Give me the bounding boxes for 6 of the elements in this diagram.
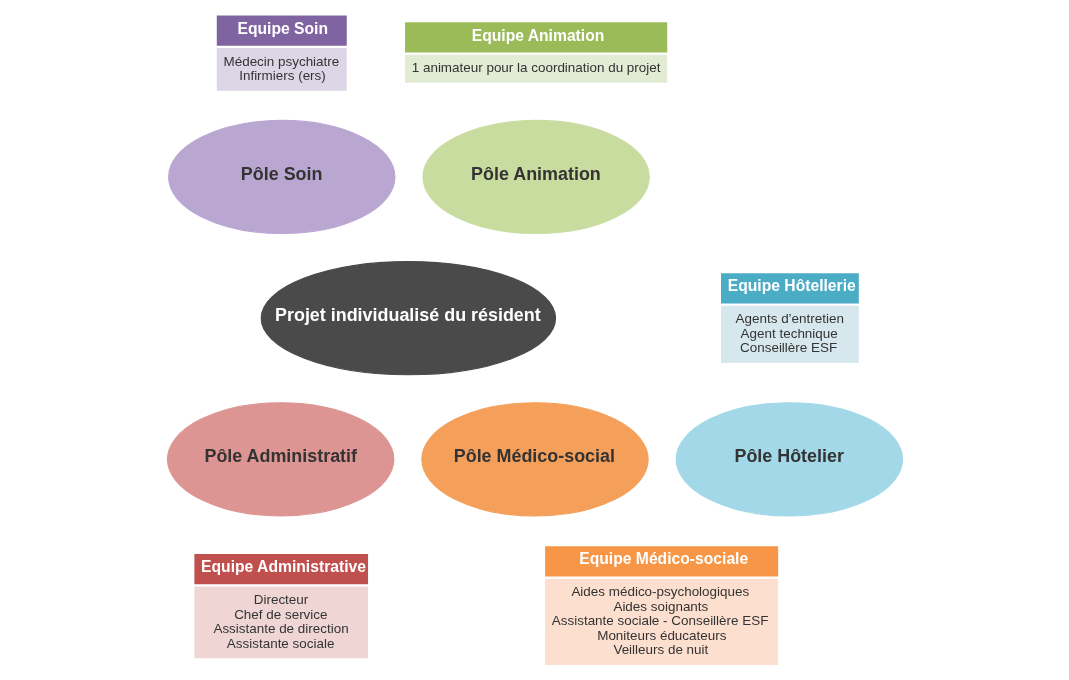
node-ellipse: Pôle Soin [167, 119, 395, 235]
node-ellipse: Projet individualisé du résident [260, 261, 556, 376]
node-ellipse: Pôle Hôtelier [675, 402, 903, 517]
node-ellipse: Pôle Animation [421, 119, 650, 235]
node-ellipse: Pôle Médico-social [420, 402, 649, 517]
node-ellipse: Pôle Administratif [166, 402, 394, 517]
